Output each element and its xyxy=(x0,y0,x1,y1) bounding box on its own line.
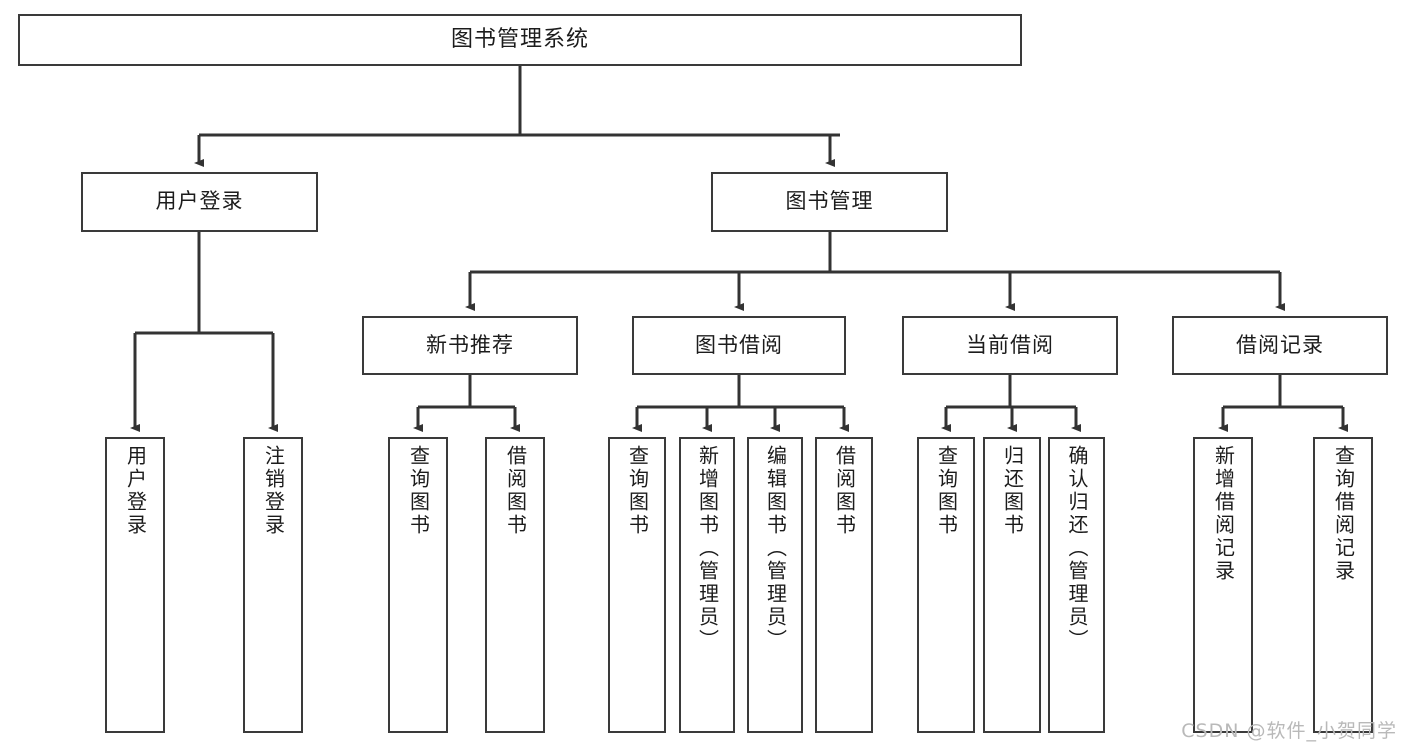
node-current-borrow[interactable]: 当前借阅 xyxy=(902,316,1118,375)
node-leaf-add-book-admin[interactable]: 新增图书（管理员） xyxy=(679,437,735,733)
node-leaf-user-login[interactable]: 用户登录 xyxy=(105,437,165,733)
node-leaf-return-book[interactable]: 归还图书 xyxy=(983,437,1041,733)
csdn-watermark: CSDN @软件_小贺同学 xyxy=(1181,720,1397,742)
node-borrow-record[interactable]: 借阅记录 xyxy=(1172,316,1388,375)
node-label: 用户登录 xyxy=(155,189,244,214)
node-leaf-logout[interactable]: 注销登录 xyxy=(243,437,303,733)
node-label: 新书推荐 xyxy=(426,332,514,357)
node-label: 确认归还（管理员） xyxy=(1065,445,1089,652)
node-book-management[interactable]: 图书管理 xyxy=(711,172,948,232)
node-label: 图书借阅 xyxy=(695,332,783,357)
node-label: 当前借阅 xyxy=(966,332,1054,357)
node-label: 借阅图书 xyxy=(503,445,528,537)
node-leaf-query-book-borrow[interactable]: 查询图书 xyxy=(608,437,666,733)
node-label: 查询借阅记录 xyxy=(1331,445,1356,583)
node-label: 查询图书 xyxy=(406,445,431,537)
node-label: 借阅记录 xyxy=(1236,332,1324,357)
node-new-book-recommend[interactable]: 新书推荐 xyxy=(362,316,578,375)
node-label: 新增借阅记录 xyxy=(1211,445,1236,583)
node-leaf-add-borrow-record[interactable]: 新增借阅记录 xyxy=(1193,437,1253,733)
node-label: 归还图书 xyxy=(1000,445,1025,537)
node-label: 查询图书 xyxy=(934,445,959,537)
node-leaf-query-book-recommend[interactable]: 查询图书 xyxy=(388,437,448,733)
node-label: 用户登录 xyxy=(123,445,148,537)
node-label: 图书管理系统 xyxy=(450,26,589,52)
node-label: 查询图书 xyxy=(625,445,650,537)
node-label: 编辑图书（管理员） xyxy=(763,445,788,652)
node-leaf-borrow-book[interactable]: 借阅图书 xyxy=(815,437,873,733)
node-label: 借阅图书 xyxy=(832,445,857,537)
node-label: 注销登录 xyxy=(261,445,286,537)
node-user-login[interactable]: 用户登录 xyxy=(81,172,318,232)
node-leaf-query-book-current[interactable]: 查询图书 xyxy=(917,437,975,733)
node-label: 图书管理 xyxy=(785,189,874,214)
node-book-borrow[interactable]: 图书借阅 xyxy=(632,316,846,375)
node-leaf-confirm-return-admin[interactable]: 确认归还（管理员） xyxy=(1048,437,1105,733)
node-leaf-query-borrow-record[interactable]: 查询借阅记录 xyxy=(1313,437,1373,733)
node-leaf-edit-book-admin[interactable]: 编辑图书（管理员） xyxy=(747,437,803,733)
node-label: 新增图书（管理员） xyxy=(695,445,720,652)
node-leaf-borrow-book-recommend[interactable]: 借阅图书 xyxy=(485,437,545,733)
node-root-system[interactable]: 图书管理系统 xyxy=(18,14,1022,66)
